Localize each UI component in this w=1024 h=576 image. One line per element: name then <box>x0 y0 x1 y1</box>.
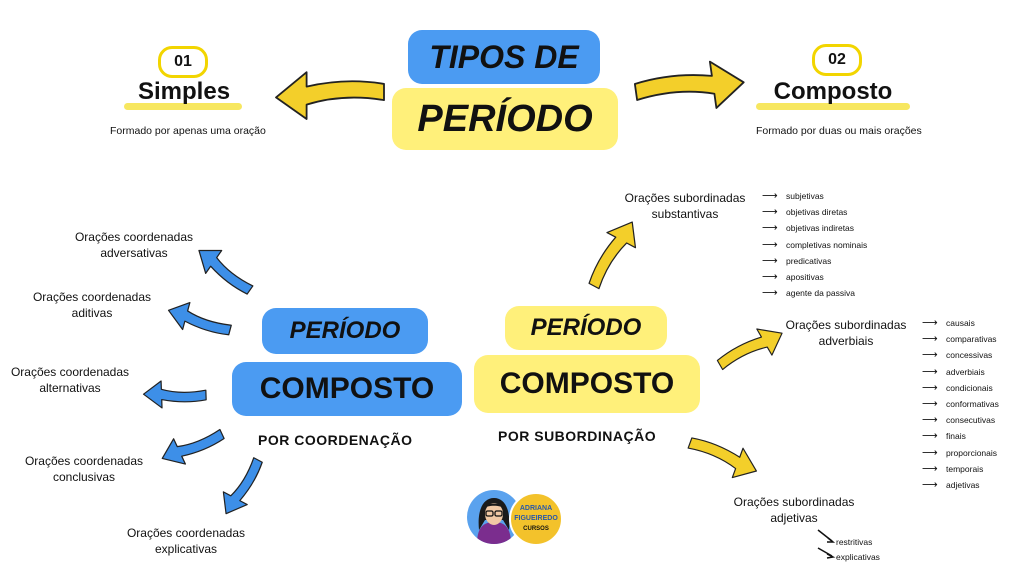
composto-description: Formado por duas ou mais orações <box>756 125 922 137</box>
subordinacao-line1: PERÍODO <box>505 306 667 350</box>
arrow-right-icon: ⟶ <box>922 446 938 459</box>
coord-conclusivas: Orações coordenadas conclusivas <box>24 454 144 484</box>
arrow-to-alternativas-icon <box>142 378 207 410</box>
list-item: explicativas <box>836 552 880 562</box>
list-item: ⟶conformativas <box>922 396 999 412</box>
arrow-to-aditivas-icon <box>164 297 235 342</box>
title-line1: TIPOS DE <box>408 30 600 84</box>
arrow-right-icon: ⟶ <box>762 254 778 267</box>
list-item: ⟶adverbiais <box>922 364 999 380</box>
title-line2: PERÍODO <box>392 88 618 150</box>
list-item: restritivas <box>836 537 873 547</box>
list-item: ⟶comparativas <box>922 331 999 347</box>
list-item: ⟶causais <box>922 315 999 331</box>
coord-explicativas: Orações coordenadas explicativas <box>126 526 246 556</box>
badge-line2: FIGUEIREDO <box>514 515 558 522</box>
sub-adjetivas-label: Orações subordinadas adjetivas <box>733 495 855 525</box>
adjetivas-list: restritivas explicativas <box>836 535 880 565</box>
simples-number-badge: 01 <box>158 46 208 78</box>
arrow-right-icon: ⟶ <box>922 414 938 427</box>
list-item: ⟶objetivas indiretas <box>762 220 867 236</box>
coordenacao-line2: COMPOSTO <box>232 362 462 416</box>
adverbiais-list: ⟶causais ⟶comparativas ⟶concessivas ⟶adv… <box>922 315 999 493</box>
badge-line3: CURSOS <box>523 526 549 532</box>
arrow-right-icon: ⟶ <box>922 430 938 443</box>
arrow-right-icon: ⟶ <box>922 479 938 492</box>
brand-badge: ADRIANA FIGUEIREDO CURSOS <box>509 492 563 546</box>
simples-heading: Simples <box>124 78 242 110</box>
coord-aditivas: Orações coordenadas aditivas <box>32 290 152 320</box>
list-item: ⟶concessivas <box>922 347 999 363</box>
subordinacao-line2: COMPOSTO <box>474 355 700 413</box>
coordenacao-subtitle: POR COORDENAÇÃO <box>258 432 413 448</box>
arrow-to-simples-icon <box>275 71 385 120</box>
arrow-to-conclusivas-icon <box>156 418 228 473</box>
arrow-to-composto-icon <box>632 56 748 120</box>
list-item: ⟶agente da passiva <box>762 285 867 301</box>
arrow-right-icon: ⟶ <box>922 398 938 411</box>
list-item: ⟶predicativas <box>762 253 867 269</box>
list-item: ⟶completivas nominais <box>762 237 867 253</box>
list-item: ⟶adjetivas <box>922 477 999 493</box>
substantivas-list: ⟶subjetivas ⟶objetivas diretas ⟶objetiva… <box>762 188 867 301</box>
coord-adversativas: Orações coordenadas adversativas <box>74 230 194 260</box>
coord-alternativas: Orações coordenadas alternativas <box>10 365 130 395</box>
arrow-right-icon: ⟶ <box>922 333 938 346</box>
composto-number-badge: 02 <box>812 44 862 76</box>
list-item: ⟶temporais <box>922 461 999 477</box>
list-item: ⟶proporcionais <box>922 445 999 461</box>
subordinacao-subtitle: POR SUBORDINAÇÃO <box>498 428 657 444</box>
composto-heading: Composto <box>756 78 910 110</box>
arrow-right-icon: ⟶ <box>762 238 778 251</box>
arrow-right-icon: ⟶ <box>922 317 938 329</box>
arrow-right-icon: ⟶ <box>762 206 778 219</box>
arrow-right-icon: ⟶ <box>922 365 938 378</box>
simples-description: Formado por apenas uma oração <box>110 125 266 137</box>
arrow-to-substantivas-icon <box>581 213 646 296</box>
sub-substantivas-label: Orações subordinadas substantivas <box>624 191 746 221</box>
list-item: ⟶condicionais <box>922 380 999 396</box>
list-item: ⟶consecutivas <box>922 412 999 428</box>
badge-line1: ADRIANA <box>519 505 553 512</box>
list-item: ⟶apositivas <box>762 269 867 285</box>
arrow-right-icon: ⟶ <box>922 381 938 394</box>
arrow-right-icon: ⟶ <box>762 271 778 284</box>
list-item: ⟶objetivas diretas <box>762 204 867 220</box>
arrow-right-icon: ⟶ <box>762 190 778 202</box>
list-item: ⟶finais <box>922 428 999 444</box>
arrow-right-icon: ⟶ <box>922 349 938 362</box>
sub-adverbiais-label: Orações subordinadas adverbiais <box>785 318 907 348</box>
avatar-illustration-icon <box>477 498 511 544</box>
arrow-to-adjetivas-icon <box>683 429 763 486</box>
coordenacao-line1: PERÍODO <box>262 308 428 354</box>
arrow-right-icon: ⟶ <box>762 222 778 235</box>
list-item: ⟶subjetivas <box>762 188 867 204</box>
arrow-right-icon: ⟶ <box>922 462 938 475</box>
arrow-right-icon: ⟶ <box>762 287 778 300</box>
arrow-to-explicativas-icon <box>214 452 269 522</box>
